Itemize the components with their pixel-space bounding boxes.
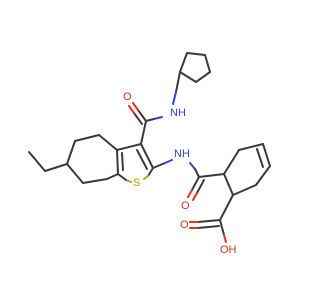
- bond-co-top-1o: [132, 102, 139, 111]
- bond-amide-ring: [198, 173, 225, 178]
- bond-co-amide-2: [196, 179, 205, 194]
- bond-c2-nh: [152, 162, 166, 169]
- atom-label-o-acid: O: [180, 219, 189, 231]
- cyclopentyl-ring: [179, 52, 211, 83]
- bond-co-amide-1o: [187, 189, 193, 198]
- bond-c-thio3: [140, 120, 147, 145]
- atom-label-o-top: O: [123, 91, 132, 103]
- bond-co-acid-2: [197, 225, 220, 229]
- bond-ethyl-1: [44, 163, 68, 172]
- bond-co-top-1: [137, 109, 147, 122]
- bond-nh-camide-b: [194, 168, 200, 178]
- atom-label-s: S: [133, 177, 140, 189]
- bond-c-oh: [219, 219, 225, 236]
- bond-cp-nh-n: [172, 91, 177, 105]
- atom-label-h-mid: H: [182, 148, 190, 160]
- molecule-canvas: N H O N H S O O OH: [28, 52, 271, 256]
- bond-nh-camide: [189, 162, 196, 170]
- thiophene-ring: [116, 143, 154, 183]
- atom-label-h-top: H: [178, 107, 186, 119]
- cyclohexene-ring: [223, 143, 271, 196]
- bond-ring-cooh: [219, 194, 234, 221]
- bond-nh-c-top-b: [145, 118, 155, 122]
- bond-co-amide-2o: [192, 192, 198, 201]
- bond-c2-nh-n: [164, 159, 173, 164]
- atom-label-n-mid: N: [174, 148, 182, 160]
- bond-nh-c-top: [153, 116, 163, 120]
- bond-co-top-2: [133, 112, 143, 125]
- atom-label-oh: OH: [220, 244, 237, 256]
- atom-label-n-top: N: [170, 107, 178, 119]
- structure-diagram: N H O N H S O O OH: [28, 52, 271, 256]
- bond-co-amide-1: [191, 176, 200, 191]
- bond-ethyl-2: [28, 151, 46, 172]
- atom-label-o-amide: O: [181, 200, 190, 212]
- bond-co-acid-1: [197, 219, 221, 223]
- bond-c-oh-o: [223, 234, 227, 243]
- tetrahydro-ring: [66, 134, 119, 184]
- bond-co-top-2o: [128, 105, 135, 114]
- bond-cp-nh: [175, 71, 181, 93]
